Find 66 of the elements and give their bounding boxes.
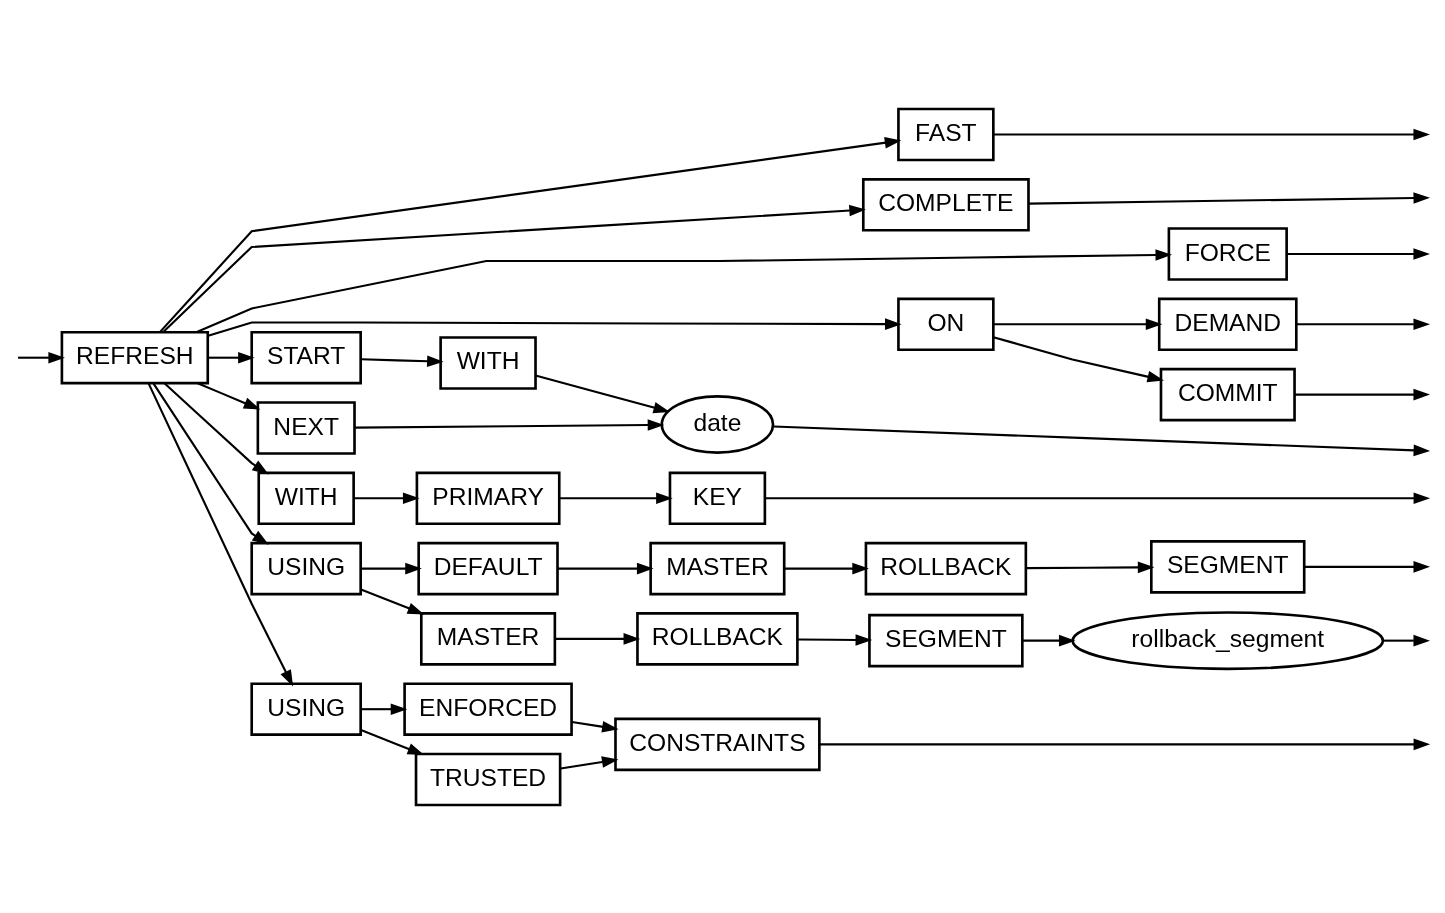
arrow xyxy=(1025,561,1155,573)
arrow xyxy=(1383,634,1430,646)
arrow xyxy=(557,562,654,574)
arrow xyxy=(360,588,425,614)
node-box: REFRESH xyxy=(60,330,210,384)
arrow xyxy=(1304,560,1431,573)
arrow xyxy=(765,492,1431,504)
arrow xyxy=(207,317,902,337)
arrow xyxy=(1296,318,1430,330)
node-box: CONSTRAINTS xyxy=(614,717,821,771)
node-box: ROLLBACK xyxy=(864,541,1028,595)
node-box: DEMAND xyxy=(1157,297,1298,351)
arrow xyxy=(1028,191,1431,205)
node-box: SEGMENT xyxy=(1150,539,1306,594)
node-box: START xyxy=(250,330,362,384)
node-box: COMPLETE xyxy=(861,177,1030,232)
arrow xyxy=(353,492,420,504)
arrow xyxy=(147,382,294,687)
arrow xyxy=(1286,247,1430,260)
arrow xyxy=(152,382,269,545)
node-box: USING xyxy=(250,541,362,595)
node-ellipse: rollback_segment xyxy=(1071,610,1385,670)
arrow xyxy=(559,492,673,504)
node-box: FORCE xyxy=(1167,226,1288,281)
arrow xyxy=(159,136,902,333)
node-box: NEXT xyxy=(256,400,356,455)
node-box: SEGMENT xyxy=(868,613,1024,667)
arrow xyxy=(773,424,1431,456)
arrow xyxy=(993,335,1164,382)
node-box: KEY xyxy=(668,471,767,525)
node-box: TRUSTED xyxy=(414,752,562,806)
arrow xyxy=(197,381,261,409)
node-box: MASTER xyxy=(419,611,557,666)
arrow xyxy=(360,728,425,755)
arrow xyxy=(361,562,422,574)
arrow xyxy=(993,128,1430,140)
arrow xyxy=(1294,388,1430,400)
arrow xyxy=(797,633,873,646)
node-box: ENFORCED xyxy=(403,681,573,736)
arrow xyxy=(535,373,670,413)
arrow xyxy=(784,562,869,574)
arrow xyxy=(354,418,665,431)
node-box: FAST xyxy=(897,107,995,161)
arrow xyxy=(163,381,269,475)
arrow xyxy=(18,351,65,363)
node-box: USING xyxy=(250,681,362,736)
node-box: DEFAULT xyxy=(417,541,559,595)
node-box: PRIMARY xyxy=(415,471,561,525)
arrow xyxy=(993,318,1163,330)
node-box: MASTER xyxy=(649,541,786,595)
node-box: WITH xyxy=(257,471,355,525)
arrow xyxy=(560,755,619,769)
arrow xyxy=(361,702,408,715)
arrow xyxy=(196,248,1173,333)
arrow xyxy=(819,738,1431,750)
arrow xyxy=(162,204,866,333)
node-box: COMMIT xyxy=(1159,367,1296,421)
node-box: ROLLBACK xyxy=(636,611,799,666)
arrow xyxy=(571,720,619,732)
arrow xyxy=(1022,634,1076,646)
arrow xyxy=(555,632,641,645)
arrow xyxy=(360,354,444,367)
node-box: ON xyxy=(897,297,995,351)
node-box: WITH xyxy=(439,335,537,390)
node-ellipse: date xyxy=(660,394,775,454)
arrow xyxy=(207,351,255,363)
